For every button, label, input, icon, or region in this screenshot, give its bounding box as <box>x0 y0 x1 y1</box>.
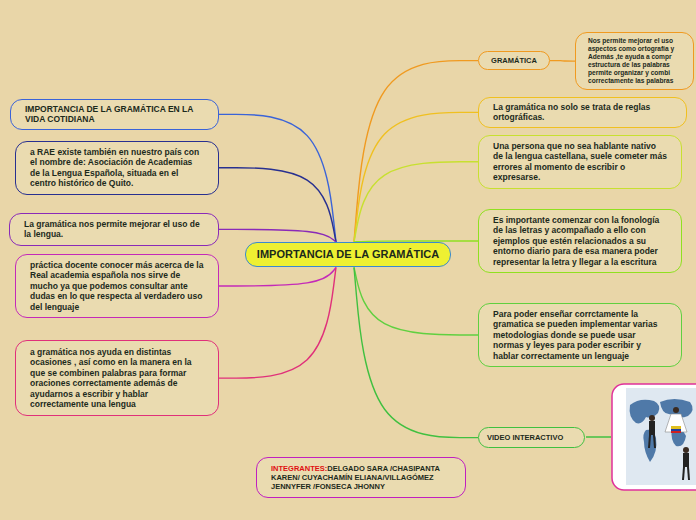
node-text: a RAE existe también en nuestro país con… <box>30 147 204 189</box>
branch-line <box>219 267 336 286</box>
topic-box: Es importante comenzar con la fonología … <box>478 209 682 273</box>
node-text: La gramática no solo se trata de reglas … <box>493 102 672 123</box>
topic-box: Para poder enseñar corrctamente la grama… <box>478 303 682 367</box>
topic-box: La gramática no solo se trata de reglas … <box>478 97 687 128</box>
node-text: IMPORTANCIA DE LA GRAMÁTICA EN LA VIDA C… <box>25 104 204 125</box>
topic-box: Una persona que no sea hablante nativo d… <box>478 135 682 189</box>
branch-line <box>550 60 575 62</box>
central-topic: IMPORTANCIA DE LA GRAMÁTICA <box>245 242 451 267</box>
people-figures <box>649 407 689 480</box>
leader-line <box>586 436 611 438</box>
node-text: Para poder enseñar corrctamente la grama… <box>493 309 667 361</box>
branch-line <box>219 229 336 242</box>
image-frame <box>612 384 696 490</box>
node-text: La gramática nos permite mejorar el uso … <box>24 219 204 240</box>
topic-box: a gramática nos ayuda en distintas ocasi… <box>15 340 219 416</box>
world-map <box>630 399 693 462</box>
node-text: INTEGRANTES: <box>271 464 327 473</box>
node-text: a gramática nos ayuda en distintas ocasi… <box>30 347 204 409</box>
topic-box: práctica docente conocer más acerca de l… <box>15 254 219 318</box>
branch-line <box>219 168 336 242</box>
topic-box: GRAMÁTICA <box>478 51 550 70</box>
video-thumbnail <box>626 388 696 485</box>
topic-box: a RAE existe también en nuestro país con… <box>15 141 219 195</box>
branch-line <box>219 267 336 378</box>
node-text: IMPORTANCIA DE LA GRAMÁTICA <box>256 248 440 261</box>
node-text: Una persona que no sea hablante nativo d… <box>493 141 667 183</box>
node-text: práctica docente conocer más acerca de l… <box>30 260 204 312</box>
branch-line <box>354 267 478 437</box>
branch-line <box>354 162 478 242</box>
node-text: Es importante comenzar con la fonología … <box>493 215 667 267</box>
topic-box: La gramática nos permite mejorar el uso … <box>9 213 219 246</box>
branch-line <box>354 267 478 335</box>
topic-box: INTEGRANTES:DELGADO SARA /CHASIPANTA KAR… <box>256 457 466 498</box>
node-text: Nos permite mejorar el uso aspectos como… <box>588 37 687 85</box>
topic-box: VIDEO INTERACTIVO <box>478 427 585 448</box>
branch-line <box>219 114 336 242</box>
node-text: VIDEO INTERACTIVO <box>487 433 576 442</box>
branch-line <box>354 61 478 242</box>
topic-box: Nos permite mejorar el uso aspectos como… <box>575 32 694 90</box>
node-text: GRAMÁTICA <box>485 56 543 65</box>
topic-box: IMPORTANCIA DE LA GRAMÁTICA EN LA VIDA C… <box>10 99 219 130</box>
branch-line <box>354 112 478 242</box>
